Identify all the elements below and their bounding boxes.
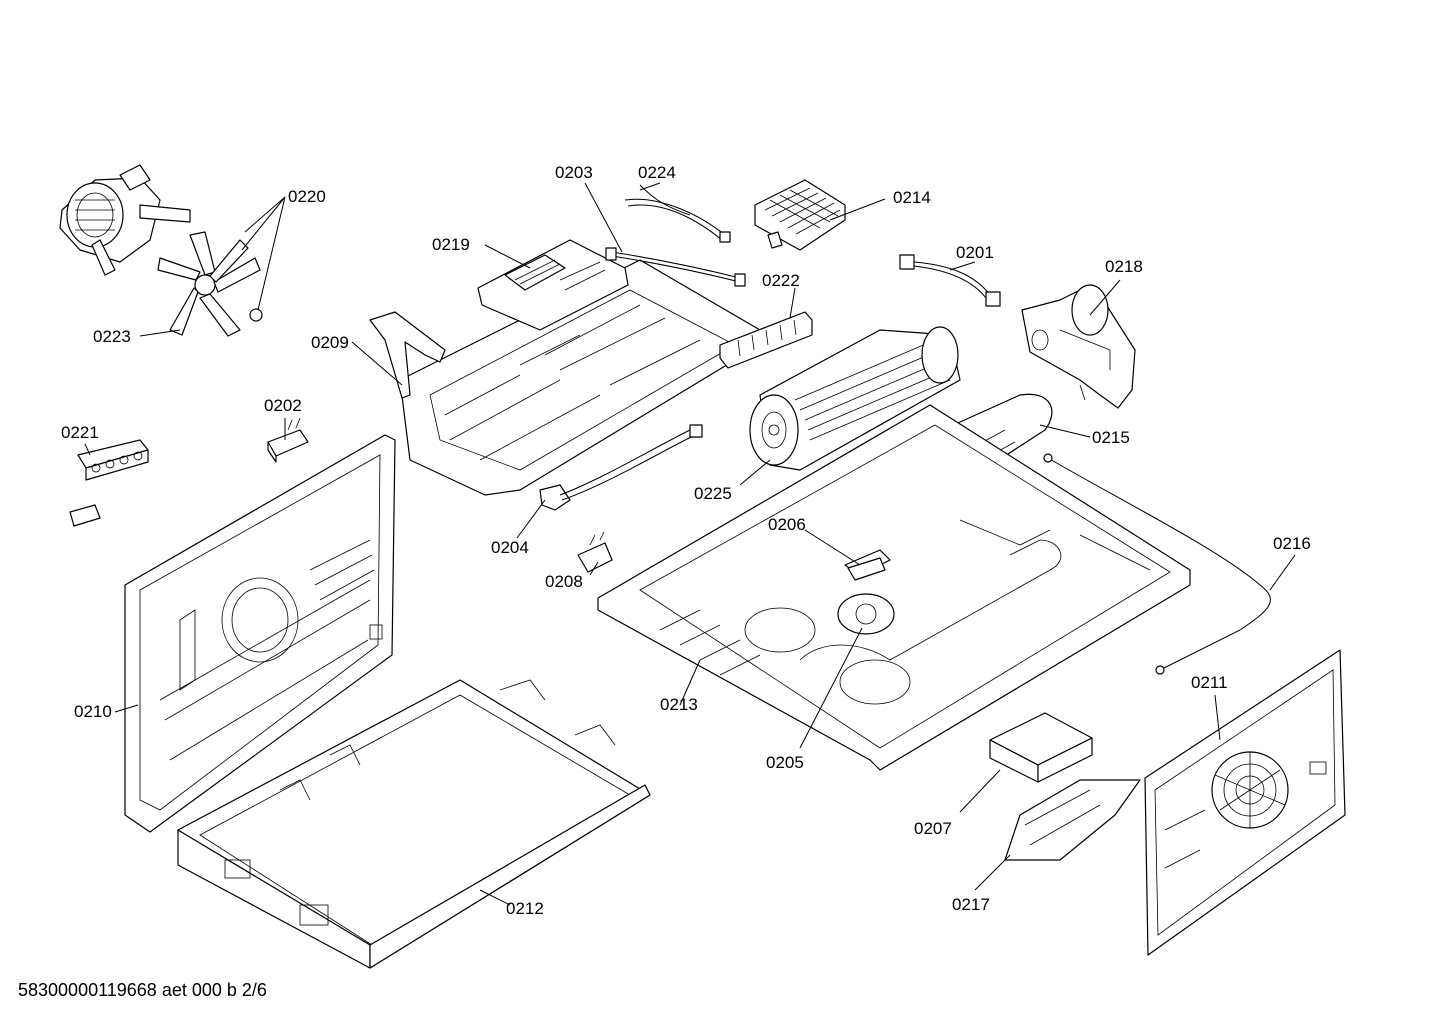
label-0217: 0217 [952, 895, 990, 914]
part-0220-fan-motor [59, 164, 191, 276]
part-0213-base-plate [597, 404, 1191, 771]
label-0224: 0224 [638, 163, 676, 182]
part-0224-wire-harness [624, 184, 731, 243]
drawing-number: 58300000119668 aet 000 b 2/6 [18, 980, 267, 1000]
part-0217-lower-duct [1004, 779, 1141, 861]
label-0223: 0223 [93, 327, 131, 346]
label-0211: 0211 [1191, 673, 1228, 692]
label-0212: 0212 [506, 899, 544, 918]
part-0225-cross-flow-fan [749, 326, 961, 471]
label-0225: 0225 [694, 484, 732, 503]
label-0204: 0204 [491, 538, 529, 557]
part-0221-terminal-block [69, 439, 149, 527]
part-0223-fan-blade [157, 231, 263, 337]
label-0214: 0214 [893, 188, 931, 207]
label-0221: 0221 [61, 423, 99, 442]
label-0222: 0222 [762, 271, 800, 290]
label-0205: 0205 [766, 753, 804, 772]
label-0202: 0202 [264, 396, 302, 415]
label-0208: 0208 [545, 572, 583, 591]
label-0216: 0216 [1273, 534, 1311, 553]
leader-lines [84, 182, 1296, 906]
part-0207-electronics-box [989, 712, 1093, 783]
part-0222-connector-strip [719, 311, 813, 369]
part-0208-thermostat [577, 531, 613, 573]
part-0209-cover-plate [369, 259, 761, 496]
label-0213: 0213 [660, 695, 698, 714]
part-0211-fan-cover-panel [1144, 649, 1346, 956]
part-0216-temperature-sensor [1043, 453, 1271, 675]
label-0203: 0203 [555, 163, 593, 182]
part-0212-bottom-tray [177, 679, 651, 969]
label-0209: 0209 [311, 333, 349, 352]
label-0219: 0219 [432, 235, 470, 254]
part-0219-control-module [477, 239, 629, 331]
label-0206: 0206 [768, 515, 806, 534]
part-0214-heat-sink [754, 179, 846, 251]
part-0201-cable [899, 254, 1001, 307]
label-0201: 0201 [956, 243, 994, 262]
part-0210-rear-panel [124, 434, 396, 833]
label-0220: 0220 [288, 187, 326, 206]
part-0203-wire-harness [605, 247, 746, 287]
part-0206-clip [847, 557, 886, 581]
label-0207: 0207 [914, 819, 952, 838]
part-0202-switch [267, 417, 309, 463]
label-0210: 0210 [74, 702, 112, 721]
part-labels: 0220 0223 0209 0219 0203 0224 0214 0201 … [61, 163, 1311, 918]
label-0215: 0215 [1092, 428, 1130, 447]
part-0204-wire-assembly [539, 424, 703, 511]
label-0218: 0218 [1105, 257, 1143, 276]
part-0218-bracket [1021, 284, 1136, 409]
